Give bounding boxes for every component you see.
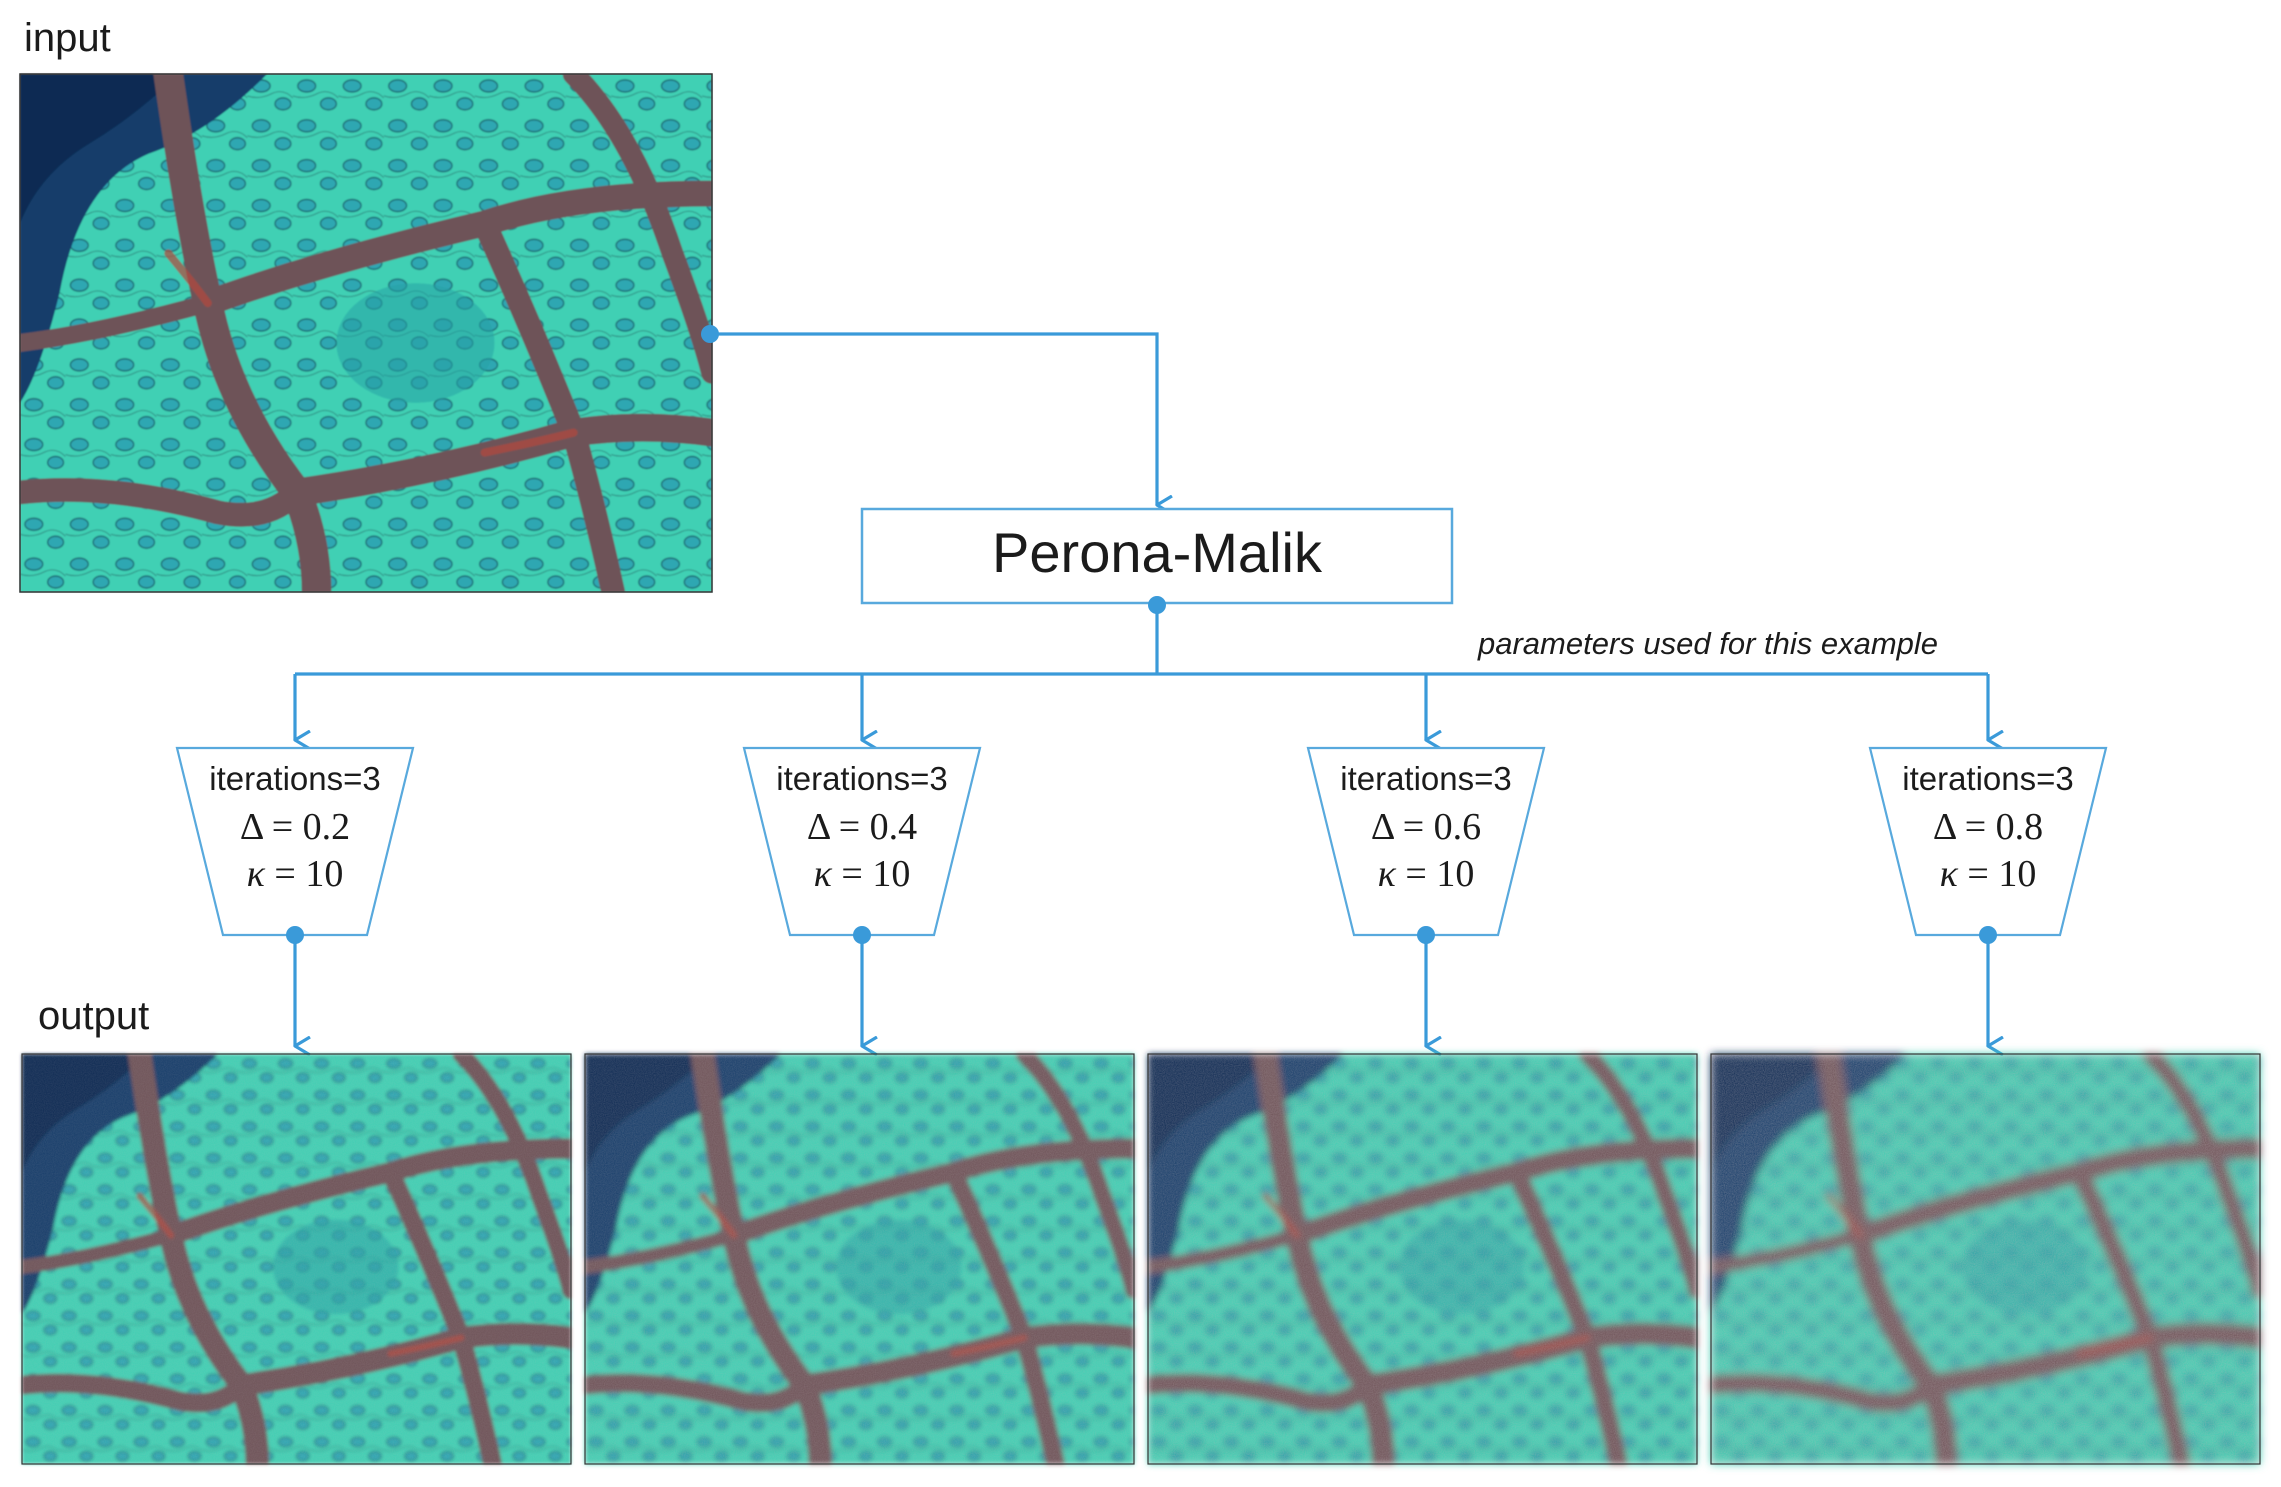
output-frame [584, 1053, 1135, 1465]
connector-dot-group [286, 325, 1997, 944]
kappa-value: = 10 [831, 853, 911, 895]
parameter-box-group [175, 746, 2108, 937]
delta-symbol: Δ [1370, 806, 1394, 848]
kappa-value: = 10 [264, 853, 344, 895]
output-frame [1710, 1053, 2261, 1465]
input-label: input [24, 16, 111, 60]
input-connector [710, 332, 1157, 505]
kappa-symbol: κ [1377, 853, 1396, 895]
iterations-label: iterations=3 [1340, 760, 1512, 797]
kappa-label: κ = 10 [1286, 855, 1566, 893]
parameter-dot [1979, 926, 1997, 944]
iterations-label: iterations=3 [776, 760, 948, 797]
kappa-label: κ = 10 [722, 855, 1002, 893]
delta-label: Δ = 0.2 [155, 808, 435, 846]
process-box [860, 507, 1454, 605]
kappa-symbol: κ [246, 853, 265, 895]
output-label: output [38, 994, 150, 1038]
kappa-symbol: κ [1939, 853, 1958, 895]
output-noise [22, 1054, 571, 1464]
input-dot [701, 325, 719, 343]
output-frame [1147, 1053, 1698, 1465]
output-micrograph-group [21, 1053, 2261, 1465]
output-noise [585, 1054, 1134, 1464]
parameter-box [1306, 746, 1546, 937]
delta-label: Δ = 0.4 [722, 808, 1002, 846]
delta-value: = 0.6 [1393, 806, 1482, 848]
parameter-box [1868, 746, 2108, 937]
kappa-value: = 10 [1957, 853, 2037, 895]
parameters-annotation: parameters used for this example [1478, 626, 1939, 661]
delta-label: Δ = 0.6 [1286, 808, 1566, 846]
iterations-label: iterations=3 [1902, 760, 2074, 797]
kappa-symbol: κ [813, 853, 832, 895]
parameter-dot [286, 926, 304, 944]
iterations-label: iterations=3 [209, 760, 381, 797]
output-frame [21, 1053, 572, 1465]
output-noise [1148, 1054, 1697, 1464]
process-title: Perona-Malik [992, 521, 1322, 584]
delta-symbol: Δ [806, 806, 830, 848]
delta-value: = 0.8 [1955, 806, 2044, 848]
parameter-box [175, 746, 415, 937]
delta-symbol: Δ [239, 806, 263, 848]
kappa-label: κ = 10 [155, 855, 435, 893]
kappa-value: = 10 [1395, 853, 1475, 895]
output-noise [1711, 1054, 2260, 1464]
kappa-label: κ = 10 [1848, 855, 2128, 893]
parameter-dot [853, 926, 871, 944]
input-tissue [20, 74, 712, 592]
parameter-box [742, 746, 982, 937]
parameter-dot [1417, 926, 1435, 944]
process-dot [1148, 596, 1166, 614]
connector-group [293, 332, 1988, 1046]
delta-value: = 0.2 [262, 806, 351, 848]
delta-value: = 0.4 [829, 806, 918, 848]
input-micrograph [19, 73, 713, 593]
delta-symbol: Δ [1932, 806, 1956, 848]
delta-label: Δ = 0.8 [1848, 808, 2128, 846]
